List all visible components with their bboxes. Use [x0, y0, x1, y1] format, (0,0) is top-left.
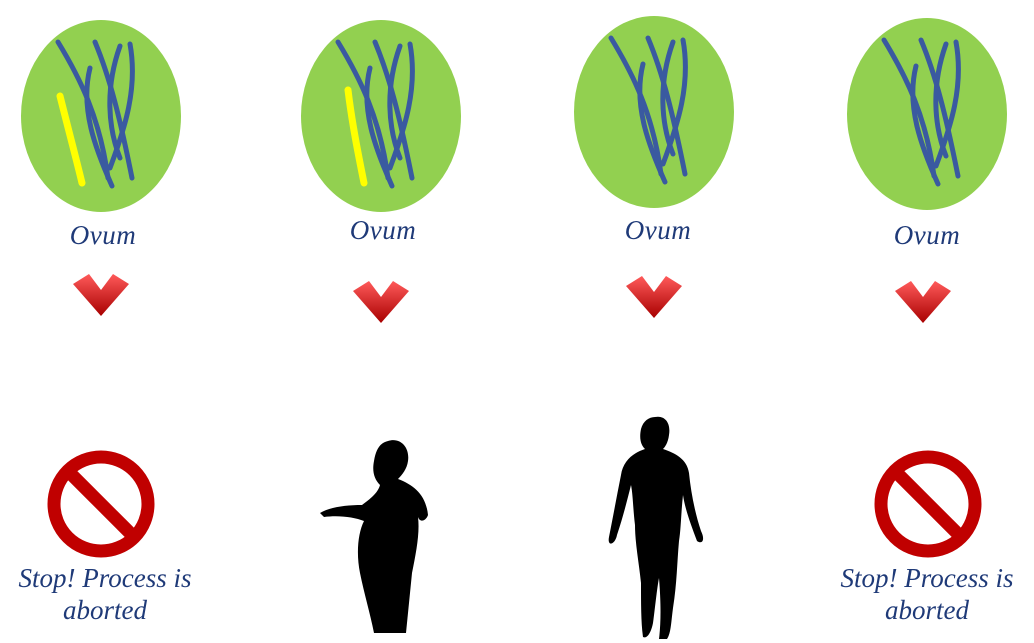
- abort-message-line1: Stop! Process is: [0, 562, 215, 594]
- down-arrow-icon: [351, 275, 411, 325]
- ovum-label: Ovum: [3, 220, 203, 251]
- abort-message-line2: aborted: [0, 594, 215, 626]
- stop-sign-icon: [45, 448, 157, 560]
- ovum-cell: [846, 16, 1008, 212]
- ovum-label: Ovum: [827, 220, 1027, 251]
- abort-message-line1: Stop! Process is: [817, 562, 1034, 594]
- down-arrow-icon: [893, 275, 953, 325]
- abort-message: Stop! Process is aborted: [0, 562, 215, 626]
- down-arrow-icon: [71, 268, 131, 318]
- column-4: Ovum Stop! Process is aborted: [820, 0, 1034, 643]
- ovum-cell: [573, 14, 735, 210]
- column-2: Ovum: [290, 0, 490, 643]
- male-silhouette: [603, 413, 713, 641]
- ovum-label: Ovum: [558, 215, 758, 246]
- abort-message: Stop! Process is aborted: [817, 562, 1034, 626]
- ovum-label: Ovum: [283, 215, 483, 246]
- female-silhouette: [318, 433, 438, 633]
- column-3: Ovum: [565, 0, 765, 643]
- stop-sign-icon: [872, 448, 984, 560]
- down-arrow-icon: [624, 270, 684, 320]
- column-1: Ovum Stop! Process is aborted: [0, 0, 220, 643]
- abort-message-line2: aborted: [817, 594, 1034, 626]
- ovum-cell: [300, 18, 462, 214]
- ovum-cell: [20, 18, 182, 214]
